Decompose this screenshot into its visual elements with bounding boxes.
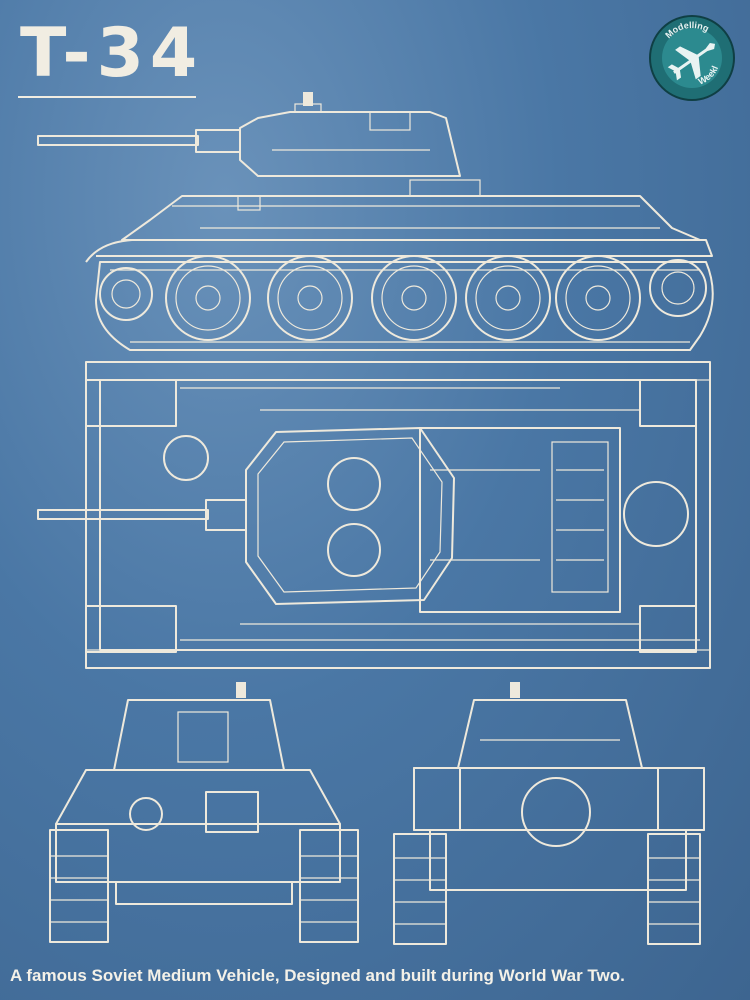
rear-tracks [393,833,701,945]
title-underline [18,96,196,98]
poster-caption: A famous Soviet Medium Vehicle, Designed… [10,966,625,985]
front-tracks [49,829,359,943]
road-wheels [99,255,707,341]
modelling-weekly-badge: Modelling Weekly [648,14,735,101]
airplane-icon [667,42,716,81]
poster-title: T-34 [20,14,204,93]
